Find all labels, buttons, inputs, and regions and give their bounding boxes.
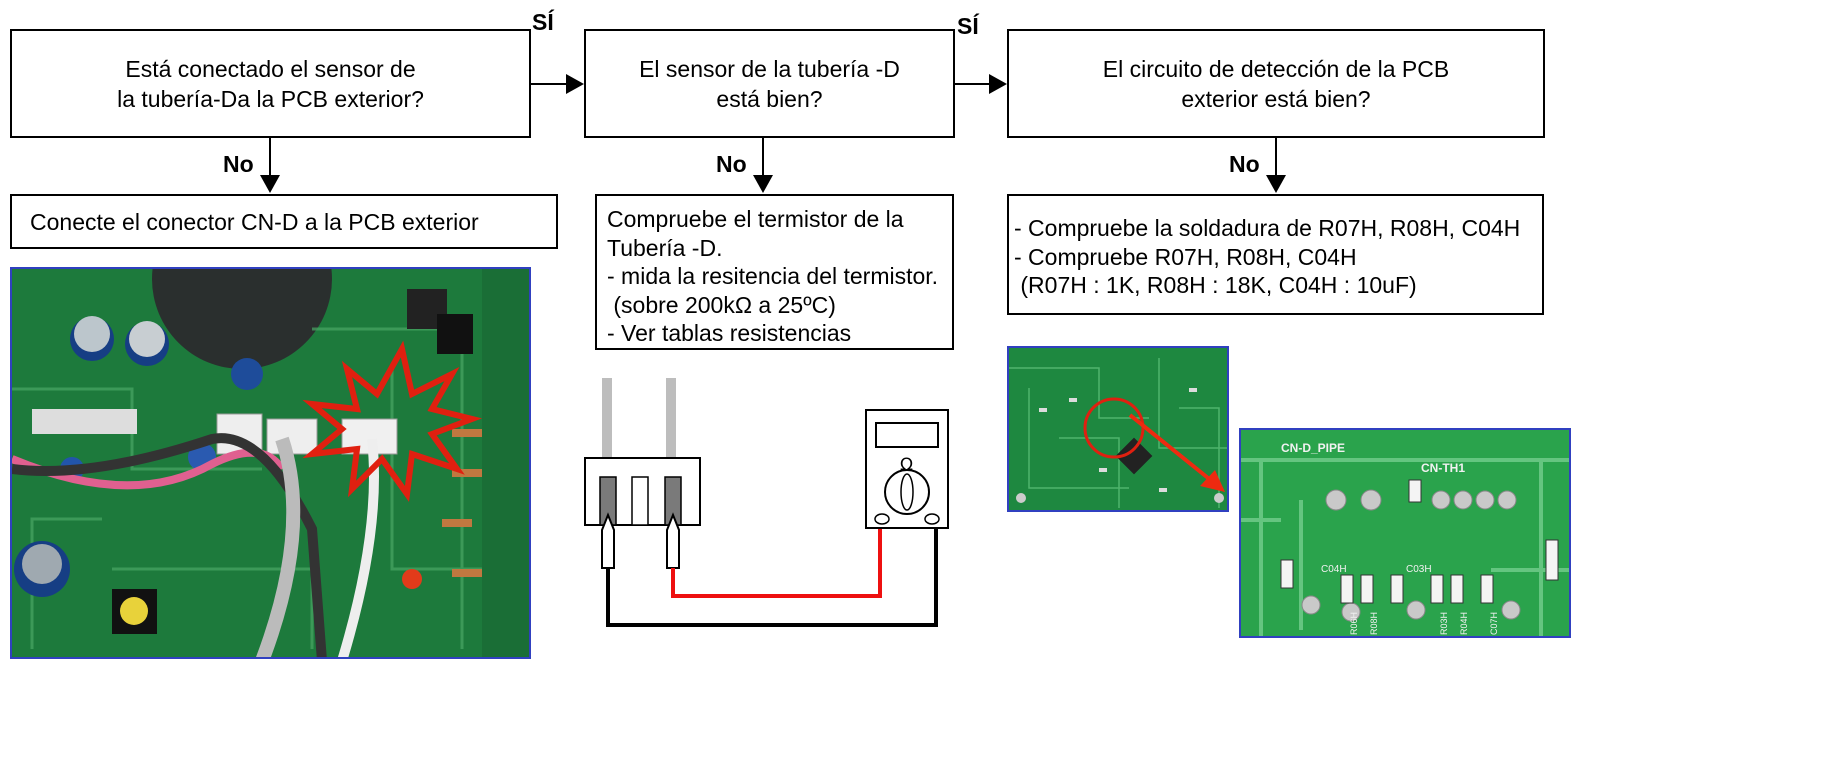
yes-connector-1: [531, 83, 568, 85]
no-arrow-2: [753, 175, 773, 193]
pcb-overview-photo: [1007, 346, 1229, 512]
action-2-line1: Compruebe el termistor de la: [607, 206, 904, 232]
action-2-line3: - mida la resitencia del termistor.: [607, 263, 939, 289]
label-c04h: C04H: [1321, 564, 1347, 575]
zoom-pointer-arrow: [1128, 413, 1225, 492]
no-connector-2: [762, 138, 764, 176]
action-box-3: - Compruebe la soldadura de R07H, R08H, …: [1007, 194, 1544, 315]
yes-arrow-2: [989, 74, 1007, 94]
thermistor-measurement-diagram: Ω: [584, 378, 949, 627]
no-arrow-3: [1266, 175, 1286, 193]
question-box-3: El circuito de detección de la PCB exteri…: [1007, 29, 1545, 138]
yes-connector-2: [955, 83, 991, 85]
question-box-2: El sensor de la tubería -D está bien?: [584, 29, 955, 138]
question-3-line1: El circuito de detección de la PCB: [1102, 55, 1450, 82]
action-3-line3: (R07H : 1K, R08H : 18K, C04H : 10uF): [1014, 272, 1417, 298]
action-box-2: Compruebe el termistor de la Tubería -D.…: [595, 194, 954, 350]
black-lead: [606, 528, 938, 627]
action-2-line5: - Ver tablas resistencias: [607, 320, 852, 346]
yes-label-1: SÍ: [532, 9, 554, 35]
red-lead: [671, 528, 882, 598]
action-2-line2: Tubería -D.: [607, 234, 723, 261]
question-2-line2: está bien?: [716, 85, 823, 112]
no-connector-1: [269, 138, 271, 176]
label-cn-th1: CN-TH1: [1421, 461, 1465, 475]
question-2-line1: El sensor de la tubería -D: [639, 55, 900, 82]
label-r04h: R04H: [1459, 612, 1469, 635]
pcb-overview-illustration: [1009, 348, 1227, 510]
action-2-line4: (sobre 200kΩ a 25ºC): [607, 291, 836, 318]
probe-left: [601, 512, 615, 569]
question-1-line2: la tubería-Da la PCB exterior?: [117, 85, 424, 112]
yes-arrow-1: [566, 74, 584, 94]
action-3-line2: - Compruebe R07H, R08H, C04H: [1014, 243, 1357, 270]
no-arrow-1: [260, 175, 280, 193]
label-r06h: R06H: [1349, 612, 1359, 635]
question-1-line1: Está conectado el sensor de: [125, 55, 416, 82]
no-label-3: No: [1229, 151, 1260, 177]
pcb-connector-photo: [10, 267, 531, 659]
multimeter-display: [875, 422, 939, 448]
label-c03h: C03H: [1406, 564, 1432, 575]
probe-right: [666, 512, 680, 569]
label-r08h: R08H: [1369, 612, 1379, 635]
pcb-detail-photo: CN-D_PIPE CN-TH1 C04H C03H R06H R08H R03…: [1239, 428, 1571, 638]
label-cn-d-pipe: CN-D_PIPE: [1281, 441, 1345, 455]
action-1-text: Conecte el conector CN-D a la PCB exteri…: [30, 208, 479, 235]
sensor-wire-right: [666, 378, 676, 458]
sensor-wire-left: [602, 378, 612, 458]
yes-label-2: SÍ: [957, 13, 979, 39]
question-box-1: Está conectado el sensor de la tubería-Da…: [10, 29, 531, 138]
label-r03h: R03H: [1439, 612, 1449, 635]
action-3-line1: - Compruebe la soldadura de R07H, R08H, …: [1014, 215, 1521, 241]
no-label-2: No: [716, 151, 747, 177]
label-c07h: C07H: [1489, 612, 1499, 635]
action-box-1: Conecte el conector CN-D a la PCB exteri…: [10, 194, 558, 249]
pcb-detail-illustration: CN-D_PIPE CN-TH1 C04H C03H R06H R08H R03…: [1241, 430, 1569, 636]
highlight-burst: [302, 340, 483, 502]
no-connector-3: [1275, 138, 1277, 176]
pcb-photo-illustration: [12, 269, 529, 657]
no-label-1: No: [223, 151, 254, 177]
question-3-line2: exterior está bien?: [1181, 85, 1371, 112]
